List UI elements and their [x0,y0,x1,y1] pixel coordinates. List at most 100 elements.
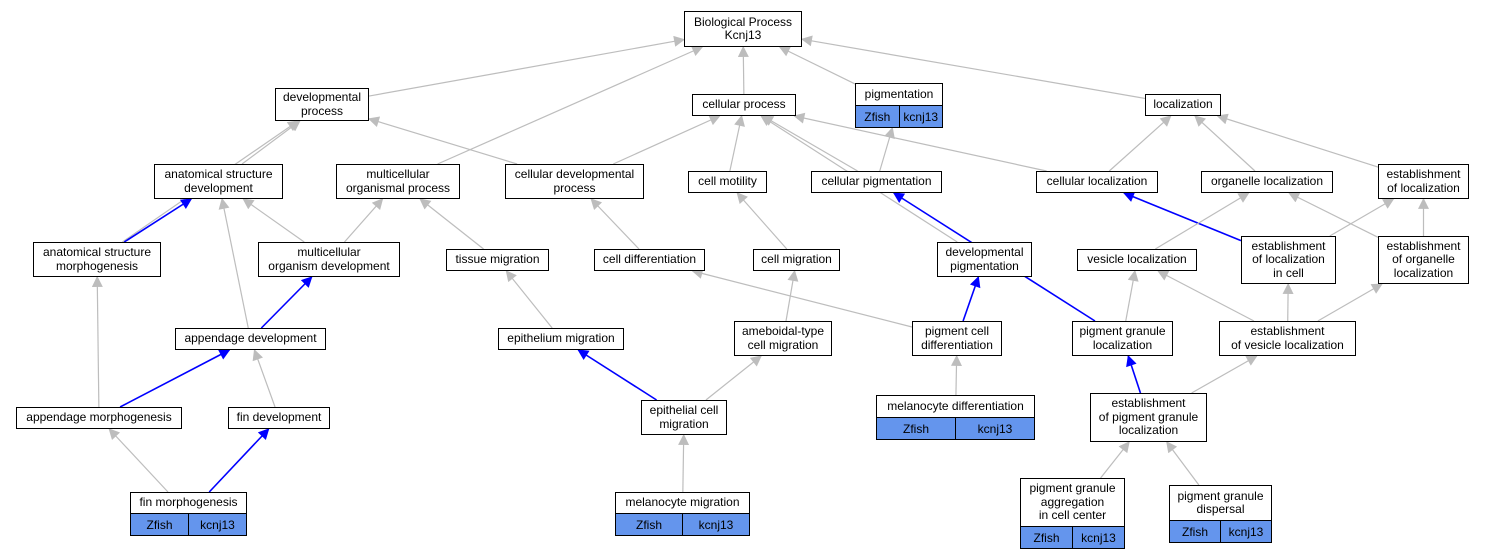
term-label: establishment of organelle localization [1386,238,1461,280]
is-a-edge [1100,441,1130,479]
annotation-gene[interactable]: kcnj13 [955,418,1034,439]
term-label: cell migration [761,252,832,267]
is-a-edge [613,115,721,165]
is-a-edge [91,275,103,408]
term-node-cellmot[interactable]: cell motility [688,171,767,193]
term-label: epithelial cell migration [649,403,719,431]
annotation-row: Zfish kcnj13 [1021,526,1124,548]
term-node-cellmig[interactable]: cell migration [753,249,840,271]
term-label: pigment granule aggregation in cell cent… [1029,481,1116,523]
is-a-edge [729,114,745,172]
annotation-species[interactable]: Zfish [864,109,891,124]
term-label: multicellular organism development [268,245,390,273]
annotation-row: Zfish kcnj13 [1170,520,1271,542]
term-node-amoeb[interactable]: ameboidal-type cell migration [734,321,832,356]
term-node-estpgl[interactable]: establishment of pigment granule localiz… [1090,393,1207,442]
annotation-gene[interactable]: kcnj13 [898,106,943,127]
term-node-celldiff[interactable]: cell differentiation [594,249,705,271]
is-a-edge [505,270,553,329]
annotation-species[interactable]: Zfish [1033,530,1060,545]
term-node-epicellmig[interactable]: epithelial cell migration [641,400,727,435]
term-node-findev[interactable]: fin development [228,407,330,429]
is-a-edge [108,428,169,493]
term-node-estloc[interactable]: establishment of localization [1378,164,1469,199]
is-a-edge [793,112,1047,172]
term-label: anatomical structure morphogenesis [42,245,152,273]
is-a-edge [1288,192,1379,238]
term-label: fin development [236,410,322,425]
is-a-edge [778,46,856,85]
is-a-edge [1108,115,1172,172]
is-a-edge [691,268,913,328]
term-node-orgloc[interactable]: organelle localization [1201,171,1333,193]
term-node-pgl[interactable]: pigment granule localization [1072,321,1173,356]
annotation-species[interactable]: Zfish [902,421,929,436]
is-a-edge [1157,270,1255,322]
term-node-estlocincell[interactable]: establishment of localization in cell [1241,236,1336,284]
is-a-edge [705,355,762,401]
term-node-pgagg[interactable]: pigment granule aggregation in cell cent… [1020,478,1125,549]
term-node-bp[interactable]: Biological Process Kcnj13 [684,11,802,47]
term-node-cdp[interactable]: cellular developmental process [505,164,644,199]
is-a-edge [879,126,895,172]
term-node-epimig[interactable]: epithelium migration [498,328,624,350]
term-node-tismig[interactable]: tissue migration [446,249,549,271]
term-node-appdev[interactable]: appendage development [175,328,326,350]
term-node-devpig[interactable]: developmental pigmentation [937,242,1032,277]
is-a-edge [344,198,384,243]
term-node-asm[interactable]: anatomical structure morphogenesis [33,242,161,277]
term-label: pigment granule dispersal [1177,488,1264,516]
is-a-edge [800,35,1146,100]
is-a-edge [678,433,690,493]
term-node-cellproc[interactable]: cellular process [692,94,796,116]
is-a-edge [242,198,305,243]
term-node-devproc[interactable]: developmental process [275,88,369,121]
term-label: cell differentiation [602,252,697,267]
is-a-edge [1317,283,1383,322]
is-a-edge [437,45,704,165]
term-label: cellular process [702,97,786,112]
term-label: tissue migration [455,252,540,267]
term-node-vesloc[interactable]: vesicle localization [1077,249,1197,271]
term-node-cellpig[interactable]: cellular pigmentation [811,171,942,193]
term-node-localization[interactable]: localization [1145,94,1221,116]
term-node-mod[interactable]: multicellular organism development [258,242,400,277]
term-node-estvesloc[interactable]: establishment of vesicle localization [1219,321,1356,356]
term-node-mop[interactable]: multicellular organismal process [336,164,460,199]
is-a-edge [577,349,658,401]
term-node-asd[interactable]: anatomical structure development [154,164,283,199]
term-label: Biological Process Kcnj13 [693,14,793,42]
annotation-gene[interactable]: kcnj13 [1072,527,1124,548]
term-node-estorgloc[interactable]: establishment of organelle localization [1378,236,1469,284]
annotation-gene[interactable]: kcnj13 [1220,521,1271,542]
is-a-edge [1329,198,1395,237]
annotation-row: Zfish kcnj13 [856,105,942,127]
term-label: epithelium migration [507,331,615,346]
annotation-gene[interactable]: kcnj13 [682,514,749,535]
term-node-cellloc[interactable]: cellular localization [1036,171,1158,193]
term-label: establishment of localization in cell [1251,238,1326,280]
is-a-edge [252,348,276,408]
term-label: developmental pigmentation [945,245,1024,273]
is-a-edge [367,116,518,165]
annotation-species[interactable]: Zfish [1181,524,1208,539]
is-a-edge [368,35,686,97]
is-a-edge [962,275,981,322]
annotation-row: Zfish kcnj13 [877,417,1034,439]
term-label: fin morphogenesis [139,495,238,510]
term-node-appmorph[interactable]: appendage morphogenesis [16,407,182,429]
annotation-gene[interactable]: kcnj13 [188,514,246,535]
is-a-edge [1125,269,1139,322]
is-a-edge [218,197,249,329]
is-a-edge [1216,113,1379,168]
term-node-pcd[interactable]: pigment cell differentiation [912,321,1002,356]
term-label: cellular developmental process [514,167,635,195]
is-a-edge [260,276,313,329]
annotation-species[interactable]: Zfish [635,517,662,532]
annotation-species[interactable]: Zfish [146,517,173,532]
